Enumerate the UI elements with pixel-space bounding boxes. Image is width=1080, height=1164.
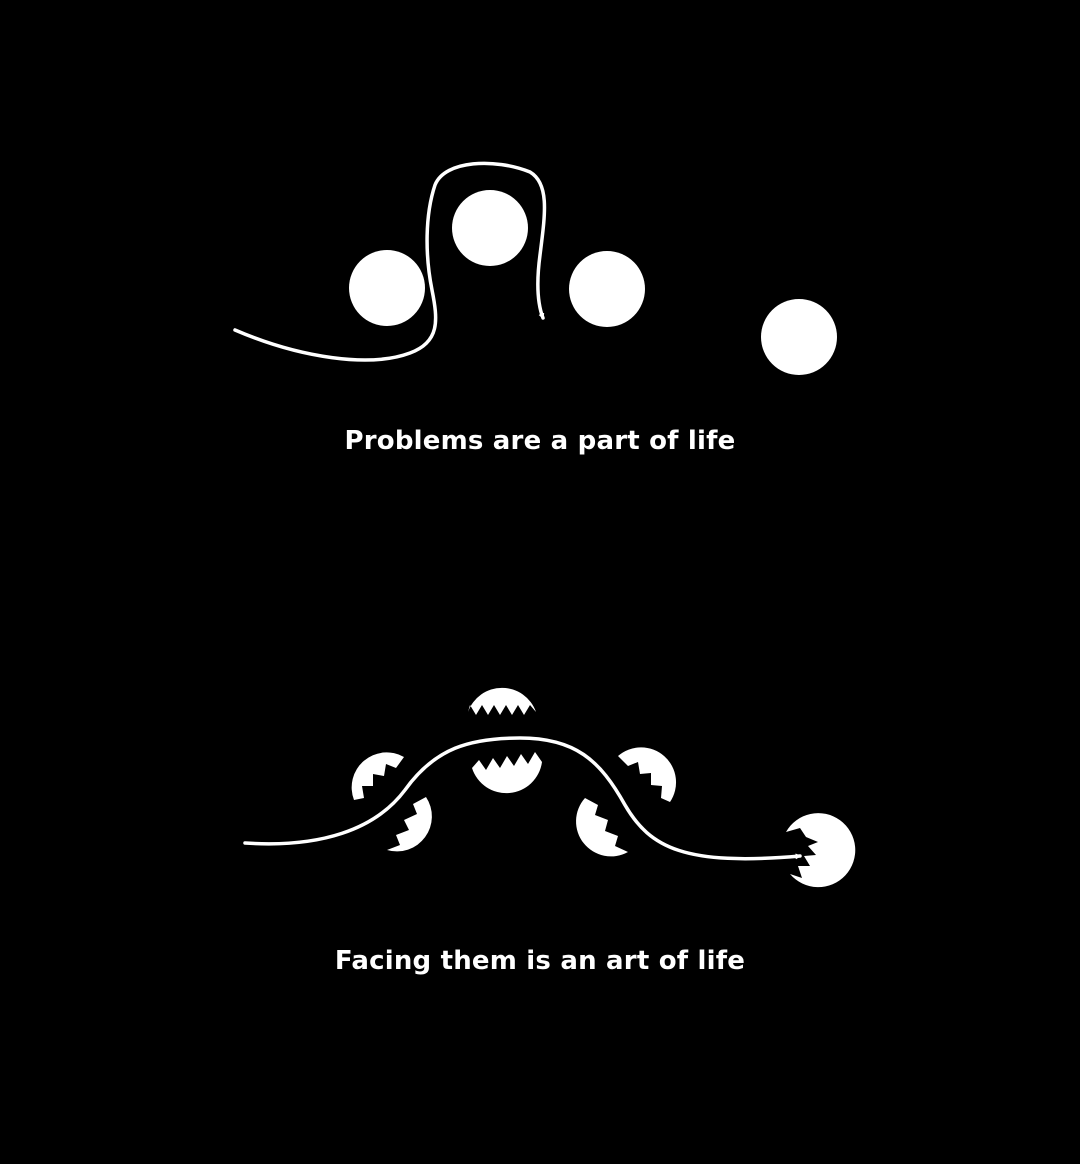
bottom-panel (243, 687, 856, 888)
broken-half-top-lower (472, 752, 542, 794)
destination-circle (786, 813, 856, 888)
obstacle-circle-2 (452, 190, 528, 266)
smooth-path-arrow (243, 736, 802, 861)
caption-facing: Facing them is an art of life (334, 946, 746, 976)
top-panel (233, 161, 837, 375)
broken-half-right-lower (576, 798, 628, 857)
obstacle-circle-3 (569, 251, 645, 327)
broken-half-right-upper (618, 747, 677, 802)
obstacle-circle-1 (349, 250, 425, 326)
broken-half-left-lower (387, 797, 432, 852)
caption-problems: Problems are a part of life (344, 426, 736, 456)
winding-path-arrow (233, 161, 547, 362)
broken-half-top-upper (468, 687, 536, 715)
broken-half-left-upper (351, 752, 404, 800)
obstacle-circle-4 (761, 299, 837, 375)
